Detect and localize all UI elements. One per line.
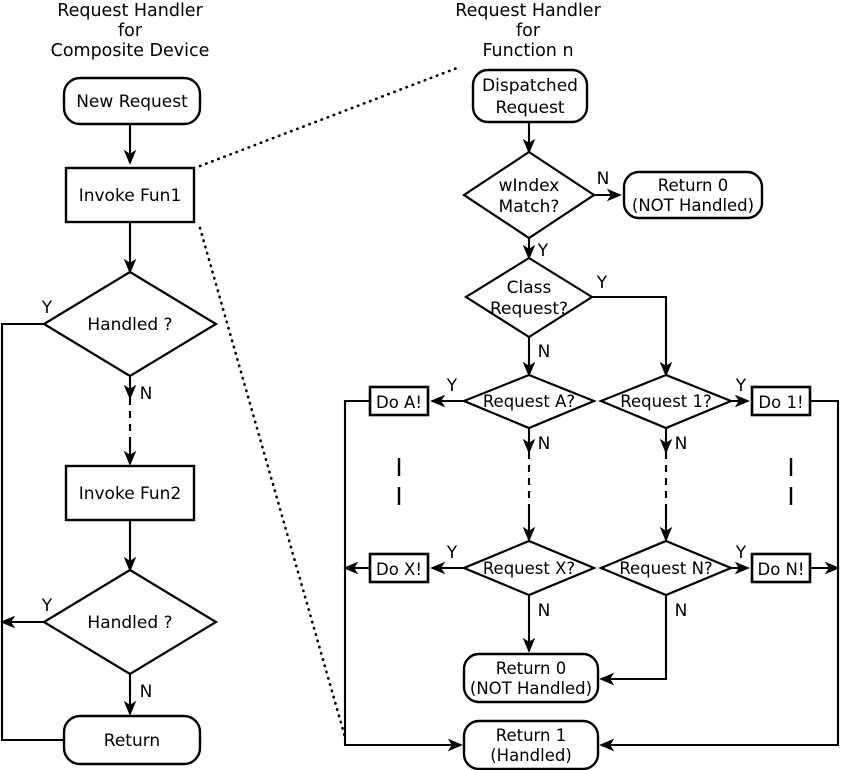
return1-label-line2: (Handled) xyxy=(490,746,572,765)
return0-top-shape xyxy=(622,170,764,220)
node-windex-match[interactable]: wIndex Match? xyxy=(462,150,596,240)
request-a-no-label: N xyxy=(538,434,551,454)
node-dispatched-request[interactable]: Dispatched Request xyxy=(471,68,589,124)
do-n-shape xyxy=(750,552,812,584)
class-request-shape xyxy=(463,256,595,339)
handled1-label: Handled ? xyxy=(87,315,172,335)
request-1-label: Request 1? xyxy=(620,392,712,411)
do-a-shape xyxy=(368,385,430,417)
callout-connector-bottom xyxy=(198,226,347,739)
callout-connector-top xyxy=(198,66,459,168)
node-return[interactable]: Return xyxy=(62,714,202,766)
return-shape xyxy=(62,714,202,766)
windex-yes-label: Y xyxy=(537,241,549,261)
node-class-request[interactable]: Class Request? xyxy=(463,256,595,339)
handled2-no-label: N xyxy=(140,682,153,702)
do-n-label: Do N! xyxy=(757,560,804,579)
right-panel-title: Request Handler for Function n xyxy=(455,1,601,61)
request-x-yes-label: Y xyxy=(446,543,458,563)
new-request-label: New Request xyxy=(76,92,188,112)
request-n-label: Request N? xyxy=(619,559,712,578)
node-invoke-fun1[interactable]: Invoke Fun1 xyxy=(64,166,196,224)
do-a-label: Do A! xyxy=(376,393,422,412)
left-title-line3: Composite Device xyxy=(51,41,210,61)
node-request-1[interactable]: Request 1? xyxy=(598,373,734,430)
node-handled-1[interactable]: Handled ? xyxy=(41,270,219,378)
node-request-n[interactable]: Request N? xyxy=(598,539,734,597)
do-x-shape xyxy=(368,552,430,584)
request-x-no-label: N xyxy=(538,601,551,621)
node-request-a[interactable]: Request A? xyxy=(461,373,597,430)
invoke-fun2-shape xyxy=(64,464,196,522)
return0-top-label-line2: (NOT Handled) xyxy=(632,196,754,215)
return0-bottom-shape xyxy=(462,652,600,704)
right-title-line1: Request Handler xyxy=(455,1,601,21)
node-do-n[interactable]: Do N! xyxy=(750,552,812,584)
request-x-label: Request X? xyxy=(483,559,575,578)
return0-bottom-label-line1: Return 0 xyxy=(496,659,567,678)
handled2-shape xyxy=(41,568,219,676)
node-new-request[interactable]: New Request xyxy=(62,76,202,126)
class-no-label: N xyxy=(538,342,551,362)
invoke-fun2-label: Invoke Fun2 xyxy=(79,484,182,504)
node-request-x[interactable]: Request X? xyxy=(461,539,597,597)
edge-requestn-no-to-return0 xyxy=(599,595,668,686)
right-title-line2: for xyxy=(516,21,541,41)
node-return1[interactable]: Return 1 (Handled) xyxy=(462,719,600,770)
left-title-line2: for xyxy=(118,21,143,41)
node-return0-bottom[interactable]: Return 0 (NOT Handled) xyxy=(462,652,600,704)
windex-match-shape xyxy=(462,150,596,240)
node-do-x[interactable]: Do X! xyxy=(368,552,430,584)
class-yes-label: Y xyxy=(596,273,608,293)
node-return0-top[interactable]: Return 0 (NOT Handled) xyxy=(622,170,764,220)
invoke-fun1-shape xyxy=(64,166,196,224)
windex-match-label-line1: wIndex xyxy=(499,176,560,196)
request-a-label: Request A? xyxy=(483,392,575,411)
class-request-label-line1: Class xyxy=(507,278,552,298)
right-title-line3: Function n xyxy=(482,41,573,61)
request-n-yes-label: Y xyxy=(735,543,747,563)
class-request-label-line2: Request? xyxy=(490,299,568,319)
request-1-shape xyxy=(598,373,734,430)
request-a-shape xyxy=(461,373,597,430)
node-do-a[interactable]: Do A! xyxy=(368,385,430,417)
do-1-shape xyxy=(750,385,812,417)
left-panel-title: Request Handler for Composite Device xyxy=(51,1,210,61)
request-x-shape xyxy=(461,539,597,597)
handled1-shape xyxy=(41,270,219,378)
handled1-no-label: N xyxy=(140,384,153,404)
left-title-line1: Request Handler xyxy=(57,1,203,21)
invoke-fun1-label: Invoke Fun1 xyxy=(79,186,182,206)
return1-shape xyxy=(462,719,600,770)
node-handled-2[interactable]: Handled ? xyxy=(41,568,219,676)
request-1-yes-label: Y xyxy=(735,376,747,396)
return0-bottom-label-line2: (NOT Handled) xyxy=(470,679,592,698)
dispatched-request-shape xyxy=(471,68,589,124)
handled2-yes-label: Y xyxy=(41,596,53,616)
node-do-1[interactable]: Do 1! xyxy=(750,385,812,417)
windex-match-label-line2: Match? xyxy=(499,197,560,217)
windex-no-label: N xyxy=(597,169,610,189)
new-request-shape xyxy=(62,76,202,126)
do-1-label: Do 1! xyxy=(758,393,803,412)
request-a-yes-label: Y xyxy=(446,376,458,396)
do-x-label: Do X! xyxy=(376,560,422,579)
handled2-label: Handled ? xyxy=(87,613,172,633)
edge-handled1-yes-to-return xyxy=(0,322,98,747)
node-invoke-fun2[interactable]: Invoke Fun2 xyxy=(64,464,196,522)
dispatched-request-label-line1: Dispatched xyxy=(482,76,578,96)
request-n-shape xyxy=(598,539,734,597)
handled1-yes-label: Y xyxy=(41,298,53,318)
edge-class-yes-to-request1 xyxy=(592,295,673,377)
left-panel-edges xyxy=(0,124,137,747)
request-n-no-label: N xyxy=(675,601,688,621)
dispatched-request-label-line2: Request xyxy=(495,98,564,118)
request-1-no-label: N xyxy=(675,434,688,454)
return1-label-line1: Return 1 xyxy=(496,726,567,745)
return-label: Return xyxy=(104,731,160,751)
return0-top-label-line1: Return 0 xyxy=(658,176,729,195)
